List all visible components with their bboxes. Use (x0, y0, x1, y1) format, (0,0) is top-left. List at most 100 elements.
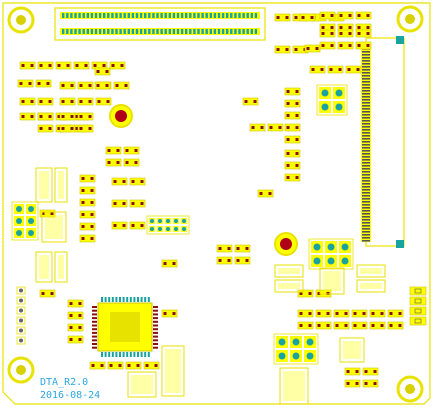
smd-component (362, 367, 379, 376)
ic-package (127, 371, 157, 398)
qfp-chip (92, 297, 158, 357)
smd-component (304, 44, 321, 53)
smd-component (37, 124, 54, 133)
smd-component (234, 244, 251, 253)
smd-component (355, 11, 372, 20)
smd-component (59, 112, 76, 121)
smd-component (89, 361, 106, 370)
smd-component (161, 309, 178, 318)
smd-component (94, 67, 111, 76)
smd-component (67, 311, 84, 320)
smd-component (161, 259, 178, 268)
ic-package (161, 345, 185, 397)
smd-component (319, 11, 336, 20)
edge-pad (409, 316, 427, 326)
smd-component (35, 79, 52, 88)
smd-component (59, 124, 76, 133)
smd-component (242, 97, 259, 106)
smd-component (315, 309, 332, 318)
smd-component (73, 61, 90, 70)
smd-component (67, 299, 84, 308)
smd-component (77, 112, 94, 121)
smd-component (39, 209, 56, 218)
mount-hole-icon (396, 5, 424, 33)
smd-component (387, 309, 404, 318)
smd-component (284, 149, 301, 158)
smd-component (37, 61, 54, 70)
ic-package (339, 337, 365, 363)
smd-component (111, 199, 128, 208)
smd-component (327, 65, 344, 74)
board-date-label: 2016-08-24 (40, 390, 100, 401)
smd-component (333, 309, 350, 318)
smd-component (129, 177, 146, 186)
board-connector (54, 7, 266, 41)
board-name-label: DTA_R2.0 (40, 377, 88, 388)
smd-component (95, 97, 112, 106)
smd-component (77, 81, 94, 90)
smd-component (19, 61, 36, 70)
fiducial-icon (109, 104, 133, 128)
ic-package (54, 251, 68, 283)
smd-component (94, 81, 111, 90)
smd-component (129, 221, 146, 230)
smd-component (297, 309, 314, 318)
smd-component (37, 112, 54, 121)
smd-component (333, 321, 350, 330)
edge-pad (16, 306, 26, 315)
smd-component (297, 321, 314, 330)
smd-component (284, 123, 301, 132)
edge-pad (409, 296, 427, 306)
board-outline (2, 2, 431, 405)
smd-component (123, 146, 140, 155)
smd-component (67, 335, 84, 344)
smd-component (369, 309, 386, 318)
ic-package (274, 264, 304, 278)
smd-component (351, 321, 368, 330)
smd-component (55, 61, 72, 70)
ic-package (54, 167, 68, 203)
pin-header (11, 201, 39, 241)
smd-component (59, 81, 76, 90)
smd-component (319, 41, 336, 50)
ic-package (356, 264, 386, 278)
smd-component (129, 199, 146, 208)
smd-component (369, 321, 386, 330)
smd-component (39, 289, 56, 298)
smd-component (59, 97, 76, 106)
smd-component (19, 112, 36, 121)
smd-component (284, 173, 301, 182)
smd-component (274, 13, 291, 22)
smd-component (111, 221, 128, 230)
smd-component (123, 158, 140, 167)
fpc-connector (361, 36, 405, 248)
smd-component (125, 361, 142, 370)
smd-component (216, 244, 233, 253)
smd-component (79, 174, 96, 183)
smd-component (337, 29, 354, 38)
smd-component (337, 41, 354, 50)
smd-component (284, 99, 301, 108)
edge-pad (16, 336, 26, 345)
smd-component (274, 45, 291, 54)
smd-component (355, 41, 372, 50)
smd-component (309, 65, 326, 74)
smd-component (284, 161, 301, 170)
edge-pad (16, 326, 26, 335)
edge-pad (16, 316, 26, 325)
pin-header (308, 238, 354, 270)
edge-pad (16, 286, 26, 295)
smd-component (67, 323, 84, 332)
mount-hole-icon (7, 356, 35, 384)
edge-pad (16, 296, 26, 305)
smd-component (79, 186, 96, 195)
smd-component (319, 29, 336, 38)
smd-component (249, 123, 266, 132)
mount-hole-icon (7, 6, 35, 34)
smd-component (111, 177, 128, 186)
pin-header (316, 84, 348, 116)
ic-package (35, 251, 53, 283)
smd-component (105, 158, 122, 167)
ic-package (319, 267, 345, 295)
